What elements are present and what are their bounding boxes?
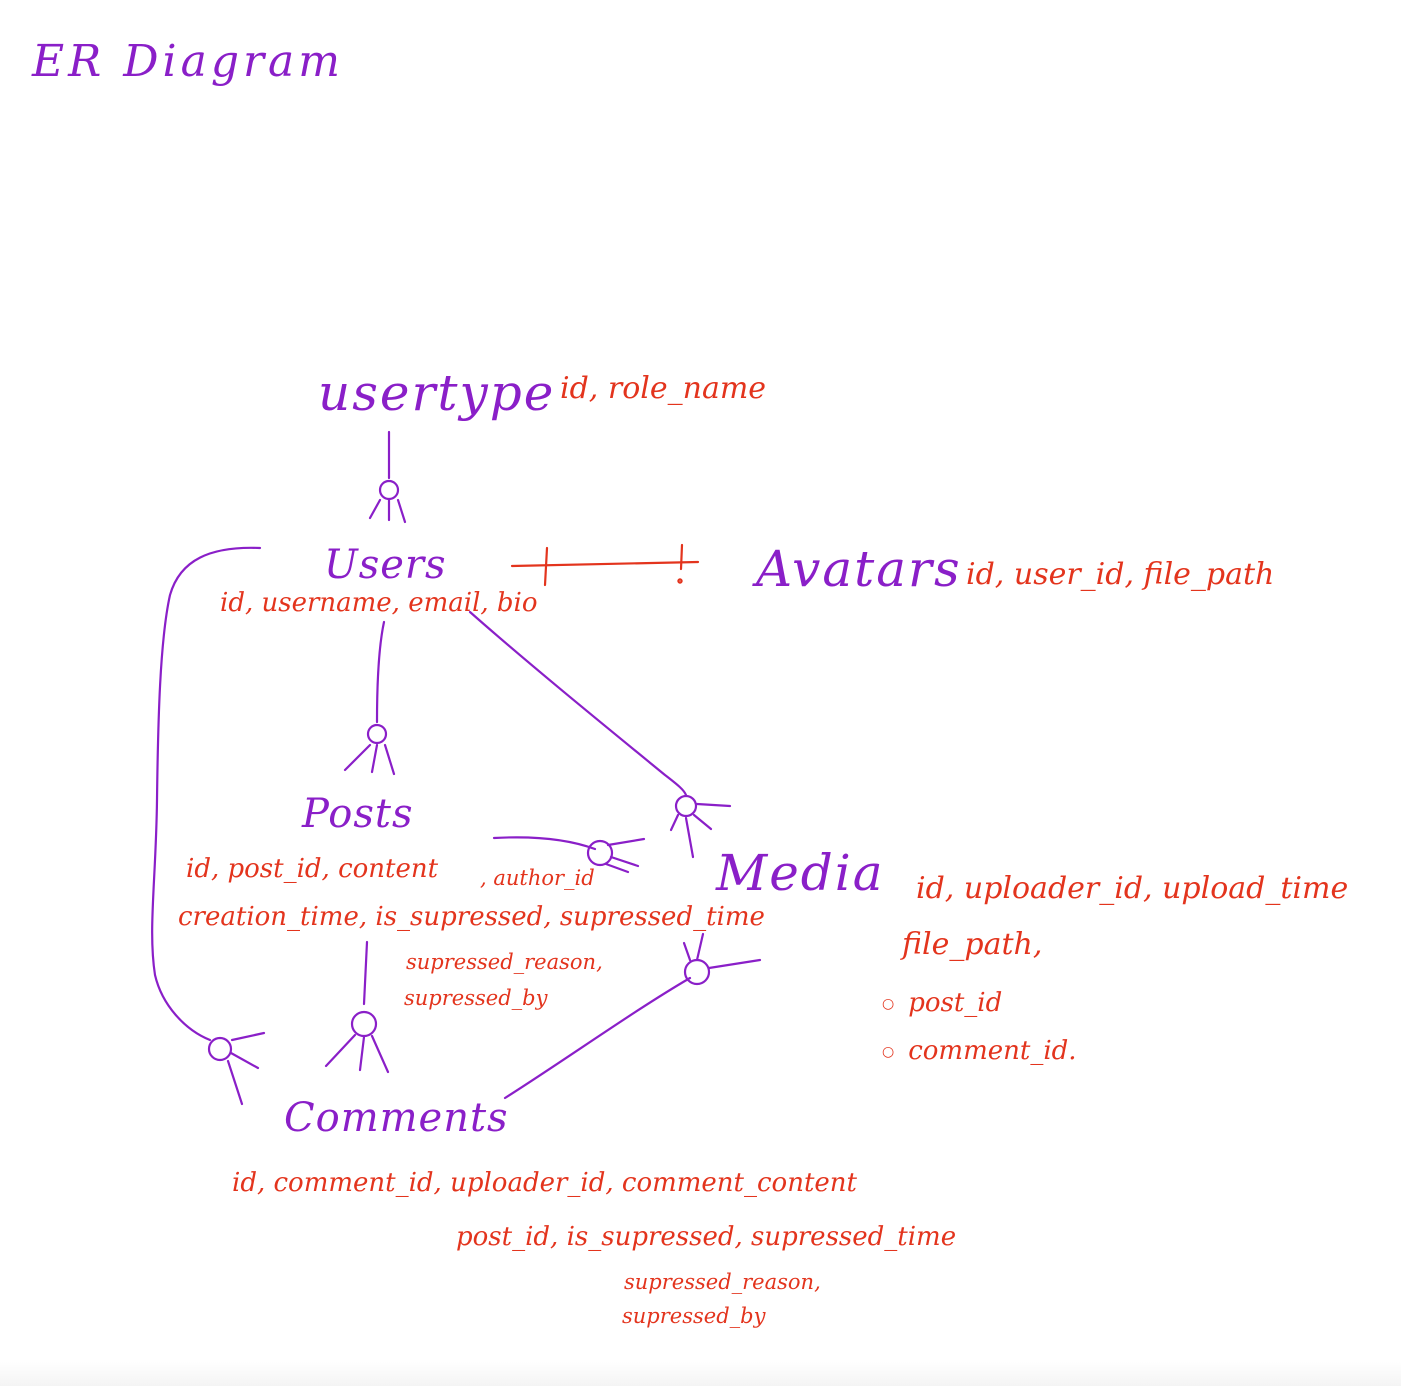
rel-comments-media — [503, 976, 692, 1100]
entity-media-attributes-line1: id, uploader_id, upload_time — [916, 871, 1349, 906]
entity-comments-attributes-line2: post_id, is_supressed, supressed_time — [456, 1222, 957, 1252]
red-ink — [510, 543, 700, 587]
crowfoot-users-media — [674, 794, 698, 818]
crowfoot-users-posts — [366, 723, 388, 745]
entity-posts-attributes-line1b: , author_id — [480, 866, 595, 890]
entity-media-name: Media — [716, 844, 885, 902]
bullet-item-post-id-label: post_id — [908, 988, 1003, 1018]
crowfoot-users-comments — [207, 1036, 233, 1062]
crowfoot-posts-media-prongs — [604, 837, 646, 874]
entity-posts-attributes-line2: creation_time, is_supressed, supressed_t… — [178, 902, 765, 932]
crowfoot-comments-media — [683, 958, 711, 986]
entity-usertype-attributes: id, role_name — [560, 371, 767, 406]
entity-comments-name: Comments — [284, 1095, 509, 1141]
crowfoot-usertype-users — [378, 479, 400, 501]
entity-media-attributes-line2: file_path, — [902, 927, 1043, 962]
bullet-item-post-id: ○ post_id — [882, 990, 1077, 1016]
rel-users-comments — [151, 546, 262, 1042]
entity-posts-attributes-line1: id, post_id, content — [186, 854, 439, 884]
entity-posts-attributes-line4: supressed_by — [404, 986, 548, 1010]
entity-usertype-name: usertype — [318, 364, 556, 422]
entity-avatars-name: Avatars — [756, 540, 962, 598]
crowfoot-users-comments-prongs — [226, 1031, 266, 1106]
bullet-marker-icon: ○ — [882, 996, 895, 1012]
crowfoot-users-media-prongs — [669, 802, 732, 859]
bar-users-avatars-left — [543, 546, 549, 587]
rel-users-avatars — [510, 560, 700, 568]
rel-users-media — [468, 610, 688, 797]
crowfoot-posts-comments — [350, 1010, 378, 1038]
bullet-marker-icon: ○ — [882, 1044, 895, 1060]
entity-users-name: Users — [324, 542, 447, 588]
crowfoot-posts-media — [586, 839, 614, 867]
entity-posts-attributes-line3: supressed_reason, — [406, 950, 603, 974]
entity-comments-attributes-line3: supressed_reason, — [624, 1270, 821, 1294]
crowfoot-users-posts-prongs — [343, 743, 396, 776]
rel-posts-media — [492, 836, 597, 851]
entity-comments-attributes-line4: supressed_by — [622, 1304, 766, 1328]
crowfoot-posts-comments-prongs — [324, 1033, 390, 1074]
entity-comments-attributes-line1: id, comment_id, uploader_id, comment_con… — [232, 1168, 857, 1198]
crowfoot-comments-media-prongs — [682, 932, 762, 970]
entity-avatars-attributes: id, user_id, file_path — [966, 557, 1275, 592]
crowfoot-usertype-users-prongs — [368, 498, 407, 524]
bullet-item-comment-id: ○ comment_id. — [882, 1038, 1077, 1064]
entity-users-attributes: id, username, email, bio — [220, 588, 538, 618]
diagram-title: ER Diagram — [32, 36, 344, 87]
entity-media-bullet-list: ○ post_id ○ comment_id. — [882, 990, 1077, 1064]
rel-posts-comments — [362, 940, 369, 1006]
purple-ink — [151, 430, 762, 1106]
bullet-item-comment-id-label: comment_id. — [908, 1036, 1077, 1066]
dot-users-avatars-right — [677, 578, 683, 584]
bar-users-avatars-right — [679, 543, 684, 571]
page-bottom-edge — [0, 1362, 1401, 1386]
rel-users-posts — [375, 620, 386, 724]
entity-posts-name: Posts — [302, 791, 414, 837]
